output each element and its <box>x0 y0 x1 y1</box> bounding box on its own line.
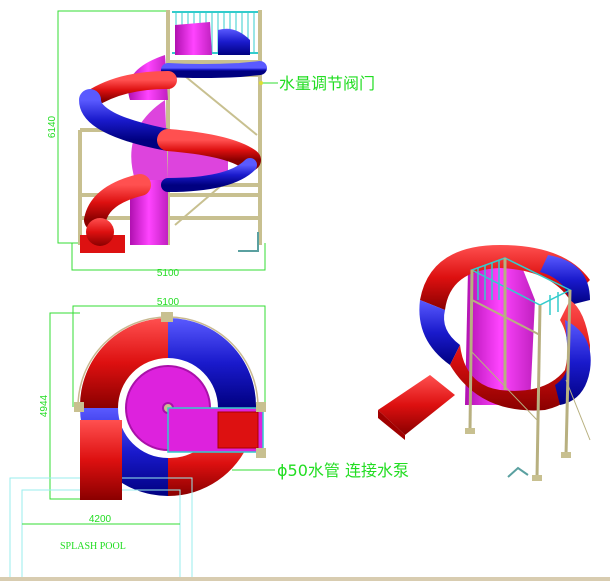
elevation-slide-tube <box>79 61 267 231</box>
valve-annotation: 水量调节阀门 <box>279 74 375 93</box>
plan-width-dimension: 5100 <box>157 297 180 308</box>
iso-drain-pipe <box>507 466 529 478</box>
plan-height-dimension: 4944 <box>39 394 50 417</box>
iso-footings <box>465 428 571 481</box>
plan-view: 5100 4944 ϕ50水管 连接水泵 <box>9 297 409 577</box>
isometric-view <box>378 245 591 481</box>
elevation-height-dimension: 6140 <box>47 115 58 138</box>
splash-pool-outline <box>9 477 193 577</box>
valve-marker <box>259 81 263 85</box>
pipe-annotation: ϕ50水管 连接水泵 <box>277 461 409 480</box>
elevation-frame <box>78 10 262 245</box>
iso-ring-lower <box>450 300 590 411</box>
plan-posts <box>74 312 266 458</box>
iso-exit-chute <box>378 375 455 435</box>
splash-pool-label: SPLASH POOL <box>60 541 126 552</box>
plan-platform-entry <box>217 411 259 449</box>
elevation-dimension-lines <box>57 10 266 271</box>
elevation-width-dimension: 5100 <box>157 268 180 279</box>
bottom-border-strip <box>0 577 610 581</box>
elevation-tube-opening <box>86 218 114 246</box>
iso-legs <box>468 258 591 479</box>
pool-width-dimension: 4200 <box>89 514 112 525</box>
plan-dimension-lines <box>49 305 266 500</box>
elevation-drain-pipe <box>238 232 259 252</box>
iso-tower <box>465 262 535 405</box>
plan-exit-chute <box>80 420 122 500</box>
elevation-view: 6140 5100 <box>47 10 375 279</box>
